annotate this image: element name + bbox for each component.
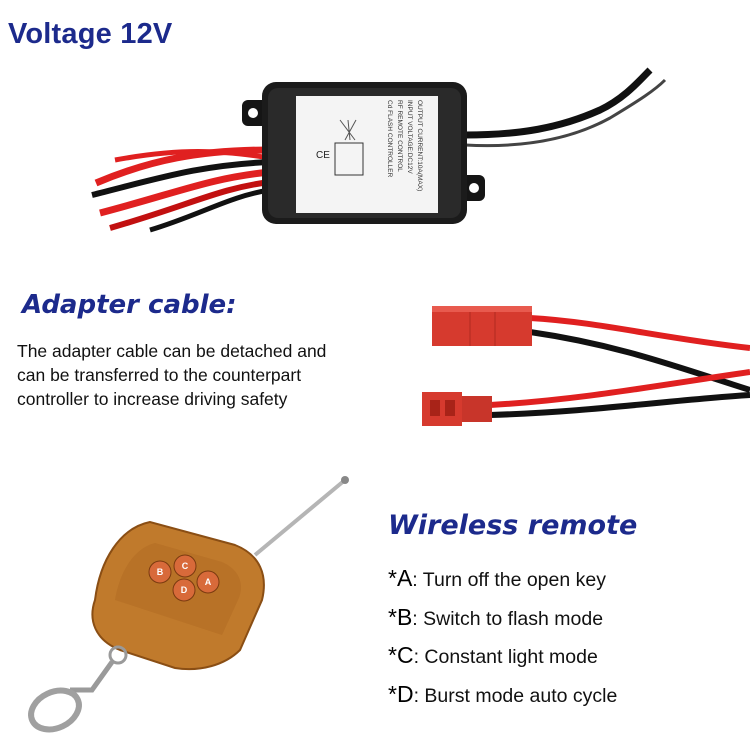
feature-key: *D bbox=[388, 680, 414, 707]
page-title: Voltage 12V bbox=[8, 18, 173, 50]
feature-item: *A: Turn off the open key bbox=[388, 565, 617, 604]
feature-text: : Turn off the open key bbox=[412, 569, 606, 591]
wireless-remote-heading: Wireless remote bbox=[388, 510, 638, 541]
description-line: The adapter cable can be detached and bbox=[17, 341, 327, 361]
adapter-cable-description: The adapter cable can be detached and ca… bbox=[17, 339, 417, 411]
remote-button-label: D bbox=[181, 585, 188, 595]
controller-label-line: OUTPUT CURRENT:10A(MAX) bbox=[416, 100, 423, 191]
feature-key: *A bbox=[388, 565, 413, 591]
adapter-cable bbox=[422, 306, 750, 426]
feature-text: : Constant light mode bbox=[413, 646, 598, 668]
remote-button-label: B bbox=[157, 567, 164, 577]
description-line: can be transferred to the counterpart bbox=[17, 365, 302, 385]
feature-item: *D: Burst mode auto cycle bbox=[388, 681, 617, 720]
adapter-cable-heading: Adapter cable: bbox=[22, 290, 237, 320]
feature-text: : Burst mode auto cycle bbox=[413, 684, 618, 707]
controller-label-line: Cd FLASH CONTROLLER bbox=[386, 100, 393, 178]
controller-label-line: INPUT VOLTAGE:DC12V bbox=[406, 100, 413, 174]
feature-text: : Switch to flash mode bbox=[412, 607, 604, 630]
feature-key: *B bbox=[388, 603, 413, 630]
ce-mark: CE bbox=[316, 150, 330, 161]
feature-key: *C bbox=[388, 642, 414, 668]
remote-control: B C D A bbox=[28, 476, 349, 733]
description-line: controller to increase driving safety bbox=[17, 389, 288, 409]
feature-item: *C: Constant light mode bbox=[388, 642, 617, 681]
feature-item: *B: Switch to flash mode bbox=[388, 604, 617, 643]
controller-label-line: RF REMOTE CONTROL bbox=[396, 100, 403, 172]
remote-button-label: C bbox=[182, 561, 189, 571]
controller-module: CE Cd FLASH CONTROLLER RF REMOTE CONTROL… bbox=[91, 67, 667, 233]
remote-feature-list: *A: Turn off the open key *B: Switch to … bbox=[388, 565, 617, 719]
remote-button-label: A bbox=[205, 577, 212, 587]
